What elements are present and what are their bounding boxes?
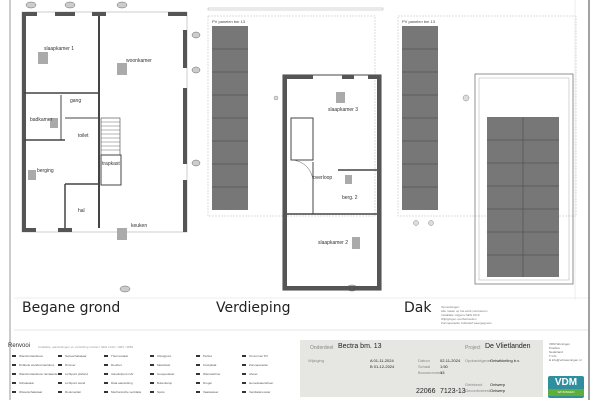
room-label: slaapkamer 3 [328, 107, 359, 113]
level-title-first: Verdieping [216, 300, 291, 316]
roof-plan [397, 15, 577, 285]
room-label: slaapkamer 2 [318, 240, 349, 246]
drawing-number: 7123-13 [440, 388, 466, 395]
room-label: overloop [313, 175, 333, 181]
level-title-roof: Dak [404, 300, 432, 316]
pv-label: PV panelen bm 13 [402, 19, 435, 24]
room-label: gang [70, 98, 82, 104]
ground-floor-plan [21, 11, 188, 240]
legend-item: Omvormer PV [242, 354, 268, 358]
legend-item: Aansluitpunt CAI [104, 372, 133, 376]
legend-item: Afvoer [242, 372, 258, 376]
title-block: Onderdeel Bectra bm. 13 Project De Vliet… [300, 340, 543, 397]
legend-item: Deurbel [104, 363, 122, 367]
legend-item: Spots [150, 390, 165, 394]
project-value: De Vlietlanden [485, 343, 531, 350]
legend-item: Mechanische ventilatie [104, 390, 141, 394]
level-title-ground: Begane grond [22, 300, 121, 316]
drawing-notes: Opmerkingen:Alle maten op het werk contr… [441, 305, 492, 325]
legend-item: Wasmachine [196, 372, 220, 376]
legend-subtitle: installatie, aansluitingen en verlichtin… [38, 345, 134, 349]
legend-item: Rookmelder [58, 390, 81, 394]
legend-item: Droger [196, 381, 212, 385]
legend-item: Lichtpunt wand [58, 381, 85, 385]
room-label: slaapkamer 1 [44, 46, 75, 52]
room-label: woonkamer [126, 58, 152, 64]
onderdeel-value: Bectra bm. 13 [338, 343, 382, 350]
legend-item: Afzuigpunt [150, 354, 171, 358]
project-number: 22066 [416, 388, 436, 395]
legend-title: Renvooi [8, 343, 31, 349]
legend-item: Vaatwasser [196, 390, 218, 394]
legend-item: Dimmer [58, 363, 76, 367]
room-label: berging [37, 168, 54, 174]
room-label: badkamer [30, 117, 53, 123]
room-label: trapkast [102, 161, 120, 167]
legend-item: Hemelwaterafvoer [242, 381, 273, 385]
room-label: toilet [78, 133, 89, 139]
legend-item: Thermostaat [104, 354, 128, 358]
legend-item: Ventilatierooster [242, 390, 271, 394]
room-label: keuken [131, 223, 148, 229]
grid-markers [25, 1, 358, 293]
legend-item: Dubbele wandcontactdoos [12, 363, 54, 367]
room-label: berg. 2 [342, 195, 358, 201]
legend-item: Data aansluiting [104, 381, 133, 385]
legend-item: Kookplaat [196, 363, 216, 367]
legend-item: Lichtpunt plafond [58, 372, 88, 376]
legend-item: Schakelaar [12, 381, 34, 385]
legend-item: Serieschakelaar [58, 354, 87, 358]
legend-item: Wandcontactdoos [12, 354, 43, 358]
legend-item: Meterkast [150, 363, 170, 367]
legend-item: Buitenlamp [150, 381, 172, 385]
first-floor-plan [207, 7, 384, 291]
pv-label: PV panelen bm 13 [212, 19, 245, 24]
legend-item: Perilex [196, 354, 212, 358]
legend-item: Wandcontactdoos randaarde [12, 372, 57, 376]
legend-item: Wisselschakelaar [12, 390, 42, 394]
room-label: hal [78, 208, 85, 214]
legend-item: Zonnepanelen [242, 363, 268, 367]
legend-item: Groepenkast [150, 372, 174, 376]
